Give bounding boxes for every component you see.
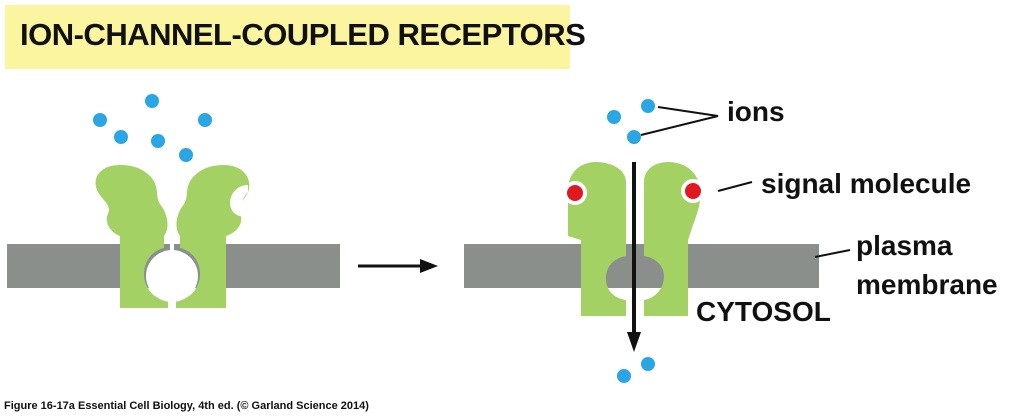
ion bbox=[641, 357, 655, 371]
ion bbox=[198, 113, 212, 127]
title-banner bbox=[5, 5, 570, 69]
receptor-subunit-left-a bbox=[95, 165, 168, 308]
ion bbox=[607, 110, 621, 124]
leader-lines bbox=[640, 106, 851, 258]
transition-arrow bbox=[358, 259, 438, 273]
ion bbox=[641, 99, 655, 113]
label-cytosol: CYTOSOL bbox=[696, 296, 831, 327]
ion bbox=[617, 369, 631, 383]
signal-molecule-sites bbox=[563, 179, 705, 205]
signal-molecule bbox=[685, 183, 701, 199]
ions-extracellular-right bbox=[607, 99, 655, 144]
ion bbox=[114, 130, 128, 144]
ion bbox=[145, 94, 159, 108]
ion bbox=[93, 113, 107, 127]
label-membrane: membrane bbox=[856, 269, 998, 300]
ion bbox=[151, 134, 165, 148]
ion-flow-arrow bbox=[627, 162, 641, 352]
label-ions: ions bbox=[727, 96, 785, 127]
figure-title: ION-CHANNEL-COUPLED RECEPTORS bbox=[20, 17, 586, 52]
ion bbox=[627, 130, 641, 144]
ion bbox=[179, 148, 193, 162]
ions-cytosol bbox=[617, 357, 655, 383]
label-plasma: plasma bbox=[856, 230, 953, 261]
ions-extracellular-left bbox=[93, 94, 212, 162]
plasma-membrane-right bbox=[464, 244, 819, 288]
binding-site-notch-left bbox=[230, 185, 248, 217]
label-signal-molecule: signal molecule bbox=[761, 168, 972, 199]
signal-molecule bbox=[567, 185, 583, 201]
figure-caption: Figure 16-17a Essential Cell Biology, 4t… bbox=[4, 400, 369, 412]
